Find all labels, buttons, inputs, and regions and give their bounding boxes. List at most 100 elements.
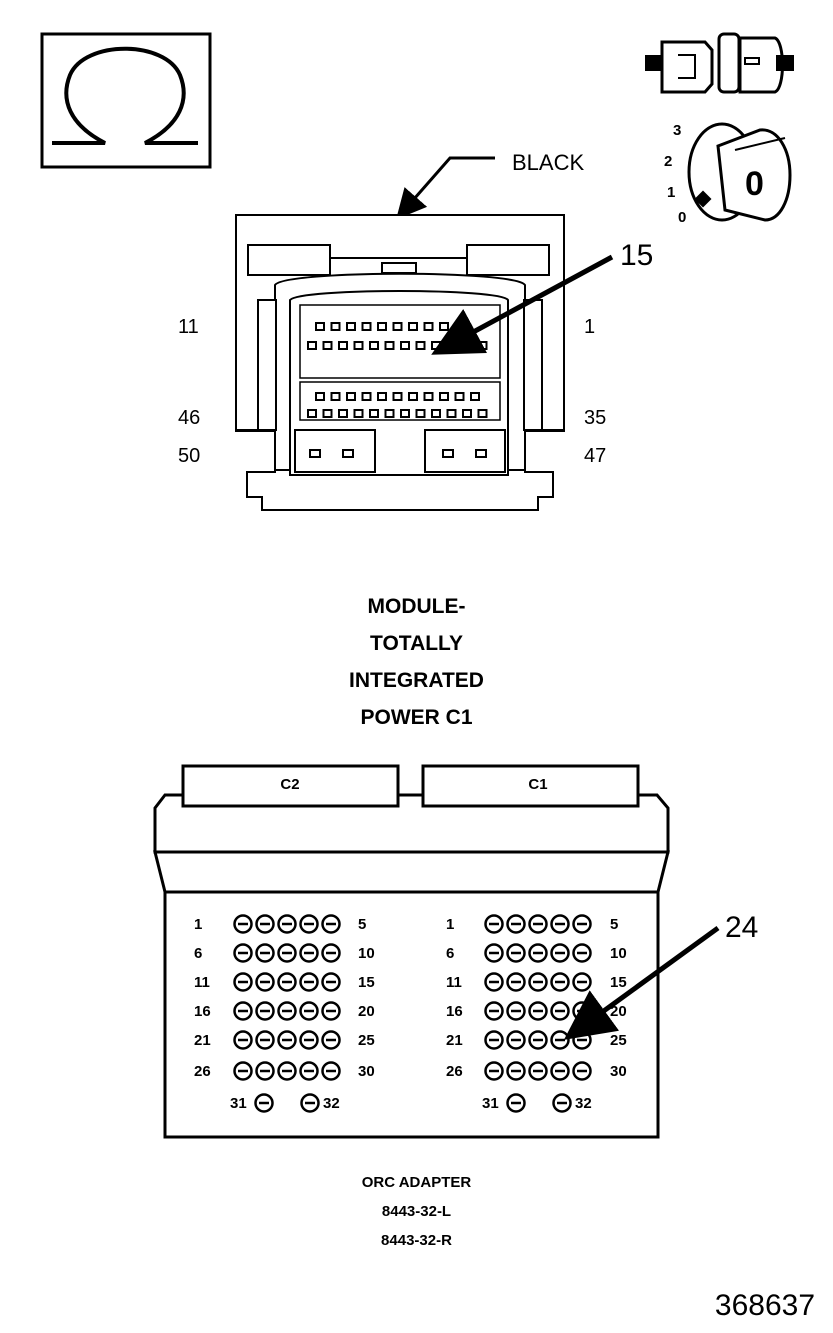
adapter-pin bbox=[484, 1061, 504, 1081]
adapter-pin bbox=[233, 972, 253, 992]
adapter-pin bbox=[321, 1001, 341, 1021]
cavity bbox=[446, 409, 457, 418]
adapter-pin bbox=[552, 1093, 572, 1113]
row-start-label: 16 bbox=[446, 1003, 463, 1020]
row-end-label: 5 bbox=[358, 916, 366, 933]
adapter-tab-c2: C2 bbox=[280, 776, 299, 793]
ignition-pos-3: 3 bbox=[673, 122, 681, 139]
ignition-pos-1: 1 bbox=[667, 184, 675, 201]
row-start-label: 16 bbox=[194, 1003, 211, 1020]
row-end-label: 20 bbox=[358, 1003, 375, 1020]
module-title-line-1: MODULE- bbox=[367, 595, 466, 618]
cavity bbox=[330, 392, 341, 401]
connector-disconnected-icon bbox=[645, 32, 794, 94]
pin-label-32: 32 bbox=[323, 1095, 340, 1112]
cavity bbox=[369, 341, 379, 350]
adapter-pin bbox=[299, 914, 319, 934]
adapter-pin bbox=[550, 1001, 570, 1021]
adapter-pin bbox=[484, 1001, 504, 1021]
pin-label-46: 46 bbox=[178, 407, 200, 429]
adapter-pin bbox=[321, 972, 341, 992]
row-start-label: 11 bbox=[446, 974, 462, 991]
cavity bbox=[400, 409, 410, 418]
adapter-pin bbox=[277, 1030, 297, 1050]
pin-label-31: 31 bbox=[482, 1095, 499, 1112]
module-title: MODULE- TOTALLY INTEGRATED POWER C1 bbox=[0, 588, 833, 736]
cavity bbox=[431, 409, 441, 418]
pin-label-1: 1 bbox=[584, 316, 595, 338]
module-title-line-3: INTEGRATED bbox=[349, 669, 484, 692]
cavity bbox=[338, 341, 348, 350]
adapter-pin bbox=[528, 914, 548, 934]
pin-label-32: 32 bbox=[575, 1095, 592, 1112]
cavity bbox=[307, 409, 317, 418]
row-start-label: 11 bbox=[194, 974, 210, 991]
adapter-pin bbox=[550, 943, 570, 963]
row-start-label: 6 bbox=[194, 945, 202, 962]
cavity bbox=[330, 322, 341, 331]
cavity bbox=[462, 341, 472, 350]
cavity bbox=[477, 341, 488, 350]
cavity bbox=[342, 449, 354, 458]
connector-c1-pin-labels: 11 1 46 35 50 47 bbox=[178, 316, 606, 467]
adapter-pin bbox=[277, 972, 297, 992]
adapter-pin bbox=[299, 1001, 319, 1021]
module-title-line-4: POWER C1 bbox=[360, 706, 473, 729]
cavity bbox=[462, 409, 472, 418]
adapter-pin bbox=[300, 1093, 320, 1113]
adapter-pin bbox=[550, 972, 570, 992]
cavity bbox=[423, 322, 434, 331]
adapter-pin bbox=[299, 972, 319, 992]
pin-label-35: 35 bbox=[584, 407, 606, 429]
ignition-pos-2: 2 bbox=[664, 153, 672, 170]
cavity bbox=[346, 322, 356, 331]
cavity bbox=[442, 449, 454, 458]
cavity bbox=[377, 322, 387, 331]
cavity bbox=[408, 322, 418, 331]
adapter-pin bbox=[506, 1001, 526, 1021]
adapter-pin bbox=[528, 972, 548, 992]
adapter-pin bbox=[233, 1061, 253, 1081]
adapter-pin bbox=[277, 1061, 297, 1081]
adapter-pin bbox=[550, 1061, 570, 1081]
adapter-pin bbox=[321, 1030, 341, 1050]
pin-callout-24: 24 bbox=[563, 911, 758, 1040]
pin-label-11: 11 bbox=[178, 316, 199, 338]
adapter-pin bbox=[550, 1030, 570, 1050]
cavity bbox=[477, 409, 488, 418]
cavity bbox=[353, 341, 364, 350]
connector-color-label: BLACK bbox=[512, 150, 584, 175]
figure-number: 368637 bbox=[715, 1289, 815, 1322]
adapter-pin bbox=[255, 1061, 275, 1081]
row-end-label: 10 bbox=[358, 945, 375, 962]
cavity bbox=[439, 392, 449, 401]
pin-label-31: 31 bbox=[230, 1095, 247, 1112]
cavity bbox=[400, 341, 410, 350]
ohmmeter-icon bbox=[40, 32, 212, 169]
ignition-pos-0: 0 bbox=[678, 209, 686, 226]
cavity bbox=[415, 341, 426, 350]
adapter-pin bbox=[506, 1093, 526, 1113]
row-end-label: 15 bbox=[610, 974, 627, 991]
adapter-pin bbox=[254, 1093, 274, 1113]
cavity bbox=[392, 392, 403, 401]
row-end-label: 25 bbox=[610, 1032, 627, 1049]
adapter-pin bbox=[484, 972, 504, 992]
cavity bbox=[369, 409, 379, 418]
row-end-label: 10 bbox=[610, 945, 627, 962]
adapter-pin bbox=[321, 1061, 341, 1081]
adapter-pin bbox=[484, 943, 504, 963]
cavity bbox=[384, 341, 395, 350]
adapter-pin bbox=[255, 943, 275, 963]
adapter-pin bbox=[506, 1030, 526, 1050]
cavity bbox=[322, 409, 333, 418]
adapter-pin bbox=[506, 914, 526, 934]
adapter-pin bbox=[255, 914, 275, 934]
cavity bbox=[353, 409, 364, 418]
cavity bbox=[346, 392, 356, 401]
adapter-pin bbox=[506, 943, 526, 963]
cavity bbox=[475, 449, 487, 458]
pin-callout-24-label: 24 bbox=[725, 911, 758, 944]
